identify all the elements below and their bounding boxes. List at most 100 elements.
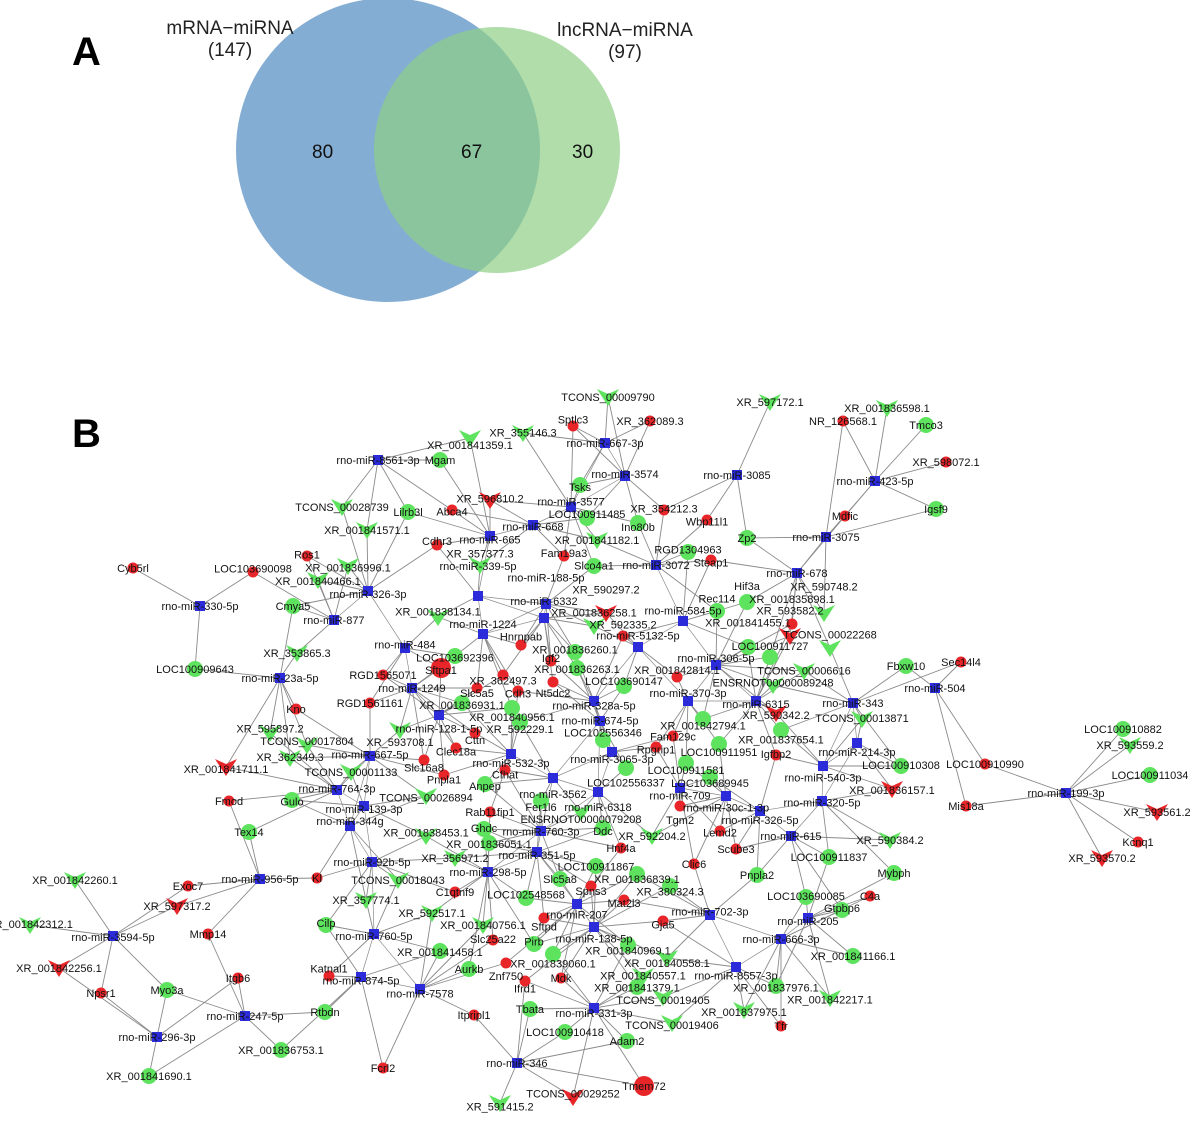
node-marker-exoc7[interactable] — [182, 880, 194, 892]
node-marker-ros1[interactable] — [301, 550, 313, 562]
node-marker-loc100911485[interactable] — [579, 510, 595, 526]
node-marker-mis18a[interactable] — [960, 800, 972, 812]
node-marker-tcons-00001133[interactable] — [340, 764, 362, 781]
node-marker-rno-mir-874-5p[interactable] — [356, 972, 366, 982]
node-marker-spns3[interactable] — [585, 880, 597, 892]
node-marker-rno-mir-346[interactable] — [512, 1058, 522, 1068]
node-marker-rno-mir-1224[interactable] — [478, 629, 488, 639]
node-marker-xr-590384-2[interactable] — [879, 832, 901, 849]
node-marker-igf2[interactable] — [545, 655, 557, 667]
node-marker-xr-001842260-1[interactable] — [64, 872, 86, 889]
node-marker-xr-001841166-1[interactable] — [845, 948, 861, 964]
node-marker-xr-001836157-1[interactable] — [881, 781, 903, 798]
node-marker-cilp[interactable] — [318, 917, 334, 933]
node-marker-igfbp2[interactable] — [770, 749, 782, 761]
node-marker-tfr[interactable] — [775, 1020, 787, 1032]
node-marker-rno-mir-139-3p[interactable] — [359, 801, 369, 811]
node-marker-loc103689945[interactable] — [702, 769, 718, 785]
node-marker-xr-001841458-1[interactable] — [432, 943, 448, 959]
node-marker-xr-593561-2[interactable] — [1146, 804, 1168, 821]
node-marker-xr-001836931-1[interactable] — [454, 695, 470, 711]
node-marker-rno-mir-3075[interactable] — [821, 532, 831, 542]
node-marker-xr-001836598-1[interactable] — [876, 400, 898, 417]
node-marker-loc100911867[interactable] — [588, 858, 604, 874]
node-marker-rno-mir-205[interactable] — [803, 913, 813, 923]
node-marker-rno-mir-667-5p[interactable] — [365, 751, 375, 761]
node-marker-rno-mir-484[interactable] — [400, 643, 410, 653]
node-marker-xr-355146-3[interactable] — [512, 425, 534, 442]
node-marker-kno[interactable] — [290, 703, 302, 715]
node-marker-tcons-00028739[interactable] — [331, 499, 353, 516]
node-marker-rno-mir-1249[interactable] — [407, 683, 417, 693]
node-marker-pirb[interactable] — [526, 936, 542, 952]
node-marker-tmco3[interactable] — [918, 417, 934, 433]
node-marker-cmya5[interactable] — [285, 598, 301, 614]
node-marker-xr-001842794-1[interactable] — [695, 711, 711, 727]
node-marker-ifrd1[interactable] — [519, 975, 531, 987]
node-marker-rno-mir-296-3p[interactable] — [152, 1032, 162, 1042]
node-marker-rno-mir-956-5p[interactable] — [255, 874, 265, 884]
node-marker-rno-mir-23a-5p[interactable] — [275, 673, 285, 683]
node-marker-mat2l3[interactable] — [618, 894, 630, 906]
node-marker-rno-mir-214-3p[interactable] — [852, 738, 862, 748]
node-marker-xr-001835898-1[interactable] — [786, 618, 798, 630]
node-marker-kcnq1[interactable] — [1132, 836, 1144, 848]
node-marker-rno-mir-504[interactable] — [930, 683, 940, 693]
node-marker-tcons-00029252[interactable] — [562, 1089, 584, 1106]
node-marker-xr-001842256-1[interactable] — [48, 960, 70, 977]
node-marker-rgd1561161[interactable] — [364, 697, 376, 709]
node-marker-loc100911951[interactable] — [711, 736, 727, 752]
node-marker-xr-001841455-1[interactable] — [740, 639, 756, 655]
node-marker-xr-597172-1[interactable] — [759, 394, 781, 411]
node-marker-rtbdn[interactable] — [317, 1004, 333, 1020]
node-marker-loc103690147[interactable] — [616, 678, 632, 694]
node-marker-loc100910990[interactable] — [979, 758, 991, 770]
node-marker-rno-mir-668[interactable] — [528, 520, 538, 530]
node-marker-slc5a8[interactable] — [552, 871, 568, 887]
node-marker-rpgrip1[interactable] — [650, 741, 662, 753]
node-marker-xr-001840956-1[interactable] — [504, 700, 520, 716]
node-marker-loc100911837[interactable] — [821, 849, 837, 865]
node-marker-xr-357377-3[interactable] — [469, 557, 491, 574]
node-marker-mgam[interactable] — [432, 452, 448, 468]
node-marker-loc100910882[interactable] — [1115, 721, 1131, 737]
node-marker-xr-001840466-1[interactable] — [307, 572, 329, 589]
node-marker-loc100910308[interactable] — [893, 758, 909, 774]
node-marker-xr-595897-2[interactable] — [259, 725, 281, 742]
node-marker-xr-001837975-1[interactable] — [733, 1002, 755, 1019]
node-marker-loc100911727[interactable] — [762, 649, 778, 665]
node-marker-loc103690098[interactable] — [247, 566, 259, 578]
node-marker-rno-mir-8557-3p[interactable] — [731, 962, 741, 972]
node-marker-cdh3[interactable] — [512, 685, 524, 697]
node-marker-xr-001842312-1[interactable] — [19, 917, 41, 934]
node-marker-rno-mir-3594-5p[interactable] — [108, 931, 118, 941]
node-marker-xr-593559-2[interactable] — [1119, 737, 1141, 754]
node-marker-rno-mir-423-5p[interactable] — [870, 476, 880, 486]
node-marker-mdfic[interactable] — [839, 510, 851, 522]
node-marker-tcons-00026894[interactable] — [415, 788, 437, 805]
node-marker-tcons-00013871[interactable] — [851, 711, 873, 728]
node-marker-cdhr3[interactable] — [431, 539, 443, 551]
node-marker-rno-mir-540-3p[interactable] — [818, 761, 828, 771]
node-marker-tcons-00019405[interactable] — [652, 989, 674, 1006]
node-marker-clic6[interactable] — [688, 858, 700, 870]
node-marker-xr-001836258-1[interactable] — [583, 618, 605, 635]
node-marker-xr-001841359-1[interactable] — [459, 430, 481, 447]
node-marker-xr-593582-2[interactable] — [779, 628, 801, 645]
node-marker-rno-mir-760-3p[interactable] — [536, 826, 546, 836]
node-marker-xr-001841690-1[interactable] — [141, 1068, 157, 1084]
node-marker-rno-mir-326-3p[interactable] — [363, 586, 373, 596]
node-marker-c4a[interactable] — [864, 890, 876, 902]
node-marker-xr-362497-3[interactable] — [497, 669, 509, 681]
node-marker-loc102556337[interactable] — [618, 760, 634, 776]
node-marker-pnpla2[interactable] — [749, 867, 765, 883]
node-marker-rno-mir-344g[interactable] — [345, 821, 355, 831]
node-marker-slc5a5[interactable] — [471, 682, 483, 694]
node-marker-rno-mir-128-1-5p[interactable] — [434, 710, 444, 720]
node-marker-hif3a[interactable] — [739, 594, 755, 610]
node-marker-xr-001840557-1[interactable] — [632, 968, 654, 985]
node-marker-gtpbp6[interactable] — [834, 902, 850, 918]
node-marker-xr-592204-2[interactable] — [641, 828, 663, 845]
node-marker-c1qtnf9[interactable] — [449, 886, 461, 898]
node-marker-cyb5rl[interactable] — [127, 562, 139, 574]
